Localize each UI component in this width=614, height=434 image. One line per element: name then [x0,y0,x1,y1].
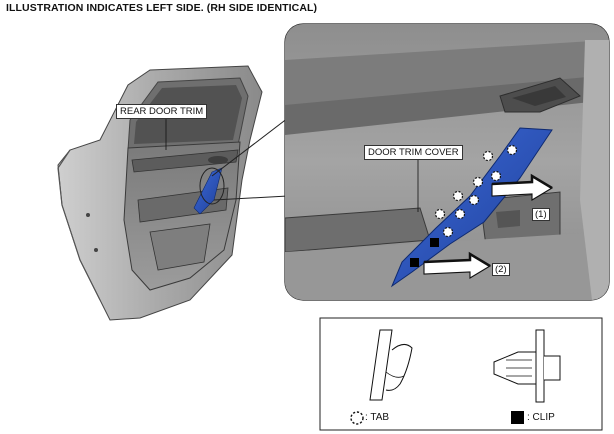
zoom-detail [284,23,610,301]
zoom-leader-top [211,117,289,177]
tab-icon [506,144,518,156]
zoom-leader-bottom [213,195,289,201]
clip-icon [410,258,419,267]
legend-box [319,317,603,431]
clip-icon [430,238,439,247]
tab-markers [434,144,518,238]
rear-door-trim-label: REAR DOOR TRIM [116,104,208,119]
step-2-label: (2) [492,263,510,276]
zoom-circle-marker [199,167,225,205]
legend-tab-label: : TAB [365,412,390,423]
tab-icon [468,194,480,206]
tab-icon [442,226,454,238]
tab-icon [472,176,484,188]
page-title: ILLUSTRATION INDICATES LEFT SIDE. (RH SI… [6,2,318,14]
legend-tab-icon [350,411,364,425]
rear-door-overview [57,65,263,321]
tab-icon [452,190,464,202]
step-1-label: (1) [532,208,550,221]
tab-icon [434,208,446,220]
tab-illustration [369,329,413,401]
tab-icon [490,170,502,182]
legend-clip-label: : CLIP [527,412,555,423]
clip-illustration [493,329,561,403]
tab-icon [482,150,494,162]
door-trim-cover-label: DOOR TRIM COVER [364,145,463,160]
legend-clip-icon [511,411,524,424]
tab-icon [454,208,466,220]
